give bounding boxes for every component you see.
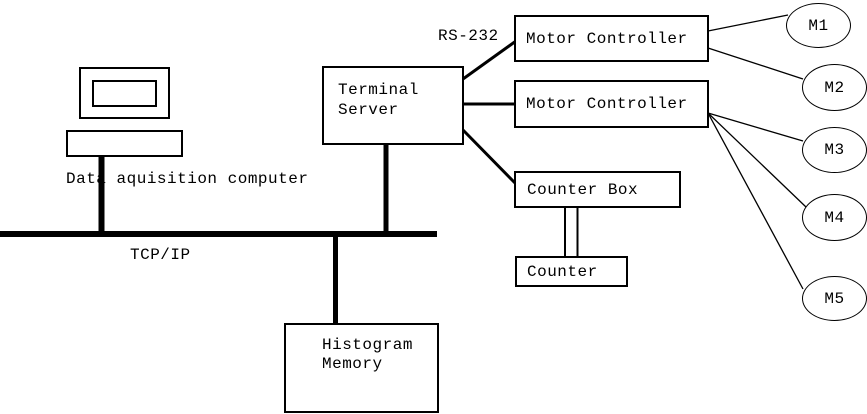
motor-m5: M5 [802, 276, 867, 321]
motor-controller-2-to-m3-line [707, 112, 804, 142]
terminal-server-box: Terminal Server [322, 66, 464, 145]
motor-m2: M2 [802, 64, 867, 111]
rs232-label: RS-232 [438, 27, 499, 45]
motor-controller-1-to-m2-line [707, 47, 804, 80]
motor-m3: M3 [802, 127, 867, 173]
terminal-server-to-motor-controller-1-line [462, 39, 517, 81]
keyboard-icon [66, 130, 183, 157]
monitor-screen-icon [92, 80, 157, 107]
motor-controller-1-to-m1-line [707, 14, 789, 32]
motor-controller-2-to-m5-line [707, 112, 804, 290]
motor-m4: M4 [802, 194, 867, 241]
computer-caption-label: Data aquisition computer [66, 170, 309, 188]
motor-m1: M1 [786, 3, 851, 48]
counter-box-node: Counter Box [514, 171, 681, 208]
counter-node: Counter [515, 256, 628, 287]
terminal-server-to-counter-box-line [461, 128, 518, 186]
motor-controller-1-box: Motor Controller [514, 15, 709, 62]
motor-controller-2-to-m4-line [707, 112, 807, 208]
histogram-memory-box: Histogram Memory [284, 323, 439, 413]
tcpip-label: TCP/IP [130, 246, 191, 264]
motor-controller-2-box: Motor Controller [514, 80, 709, 128]
